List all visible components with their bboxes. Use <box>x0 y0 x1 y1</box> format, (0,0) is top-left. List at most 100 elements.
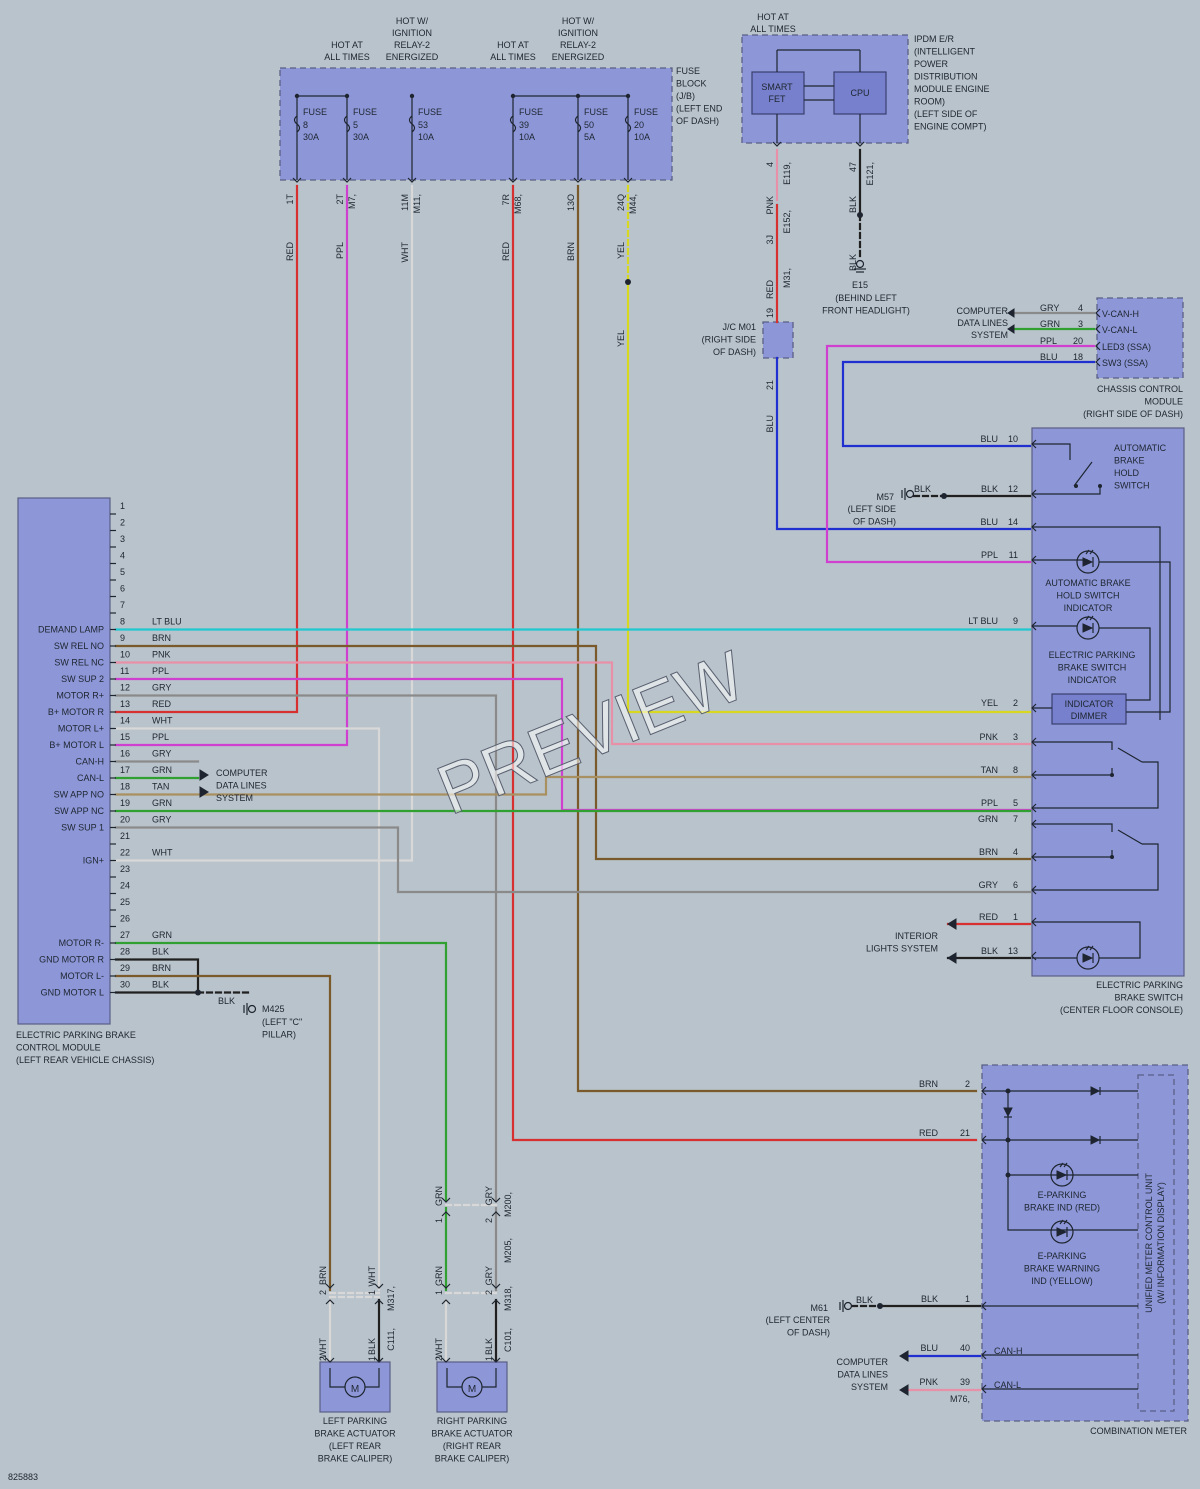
chassis-pin-number: 3 <box>1078 319 1083 329</box>
supply-label: HOT W/ <box>396 16 429 26</box>
ipdm-hot-label: HOT AT <box>757 12 789 22</box>
fuse-amps: 10A <box>634 132 650 142</box>
wire-color: GRN <box>152 930 172 940</box>
pin-number: 2 <box>484 1290 494 1295</box>
epb-switch-label: (CENTER FLOOR CONSOLE) <box>1060 1005 1183 1015</box>
switch-pin-number: 7 <box>1013 814 1018 824</box>
wire-color: PPL <box>981 798 998 808</box>
ipdm-label: ENGINE COMPT) <box>914 122 987 132</box>
jc-label: J/C M01 <box>722 322 756 332</box>
wire-brn-fuse50 <box>576 184 978 1093</box>
pin-number: 2 <box>484 1218 494 1223</box>
ind-red-label: E-PARKING <box>1038 1190 1087 1200</box>
chassis-pin <box>1095 308 1101 318</box>
wire-color: YEL <box>616 330 626 347</box>
connector-id: M318, <box>503 1286 513 1311</box>
module-pin-number: 22 <box>120 848 130 858</box>
meter-connector: M76, <box>950 1394 970 1404</box>
switch-contact <box>1032 823 1113 832</box>
ind-yellow-label: IND (YELLOW) <box>1031 1276 1093 1286</box>
fuse-name: FUSE <box>353 107 377 117</box>
switch-contact <box>1032 741 1113 750</box>
fuse-block-box <box>279 67 673 181</box>
chassis-pin <box>1095 357 1101 367</box>
meter-pin-name: CAN-L <box>994 1380 1021 1390</box>
wire-color: GRN <box>434 1266 444 1286</box>
wire-color: LT BLU <box>968 616 998 626</box>
wire-color: GRN <box>434 1186 444 1206</box>
wire-color: BLK <box>848 196 858 213</box>
pin-number: 1 <box>367 1290 377 1295</box>
switch-contact <box>1032 843 1159 891</box>
wire-color: WHT <box>318 1338 328 1359</box>
wire-yel-fuse20 <box>626 280 1032 714</box>
ground-id: M61 <box>810 1303 828 1313</box>
diode <box>1003 1107 1013 1118</box>
fuse-bus-dot <box>625 93 631 99</box>
supply-label: ALL TIMES <box>324 52 370 62</box>
switch-pin-number: 2 <box>1013 698 1018 708</box>
wire-color: GRY <box>152 683 171 693</box>
epb-indicator-led <box>1085 615 1090 621</box>
ground-m425 <box>247 1004 257 1014</box>
wire-color: PNK <box>765 196 775 215</box>
module-pin-number: 2 <box>120 518 125 528</box>
epb-module-label: (LEFT REAR VEHICLE CHASSIS) <box>16 1055 154 1065</box>
switch-pin-number: 3 <box>1013 732 1018 742</box>
fuse-pin-number: 24Q <box>616 194 626 211</box>
hold-indicator-label: INDICATOR <box>1064 603 1113 613</box>
fuse-number: 39 <box>519 120 529 130</box>
epb-module-label: ELECTRIC PARKING BRAKE <box>16 1030 136 1040</box>
hold-indicator-label: AUTOMATIC BRAKE <box>1045 578 1130 588</box>
pin-number: 1 <box>484 1356 494 1361</box>
fuse-bus-dot <box>409 93 415 99</box>
internal-line <box>1032 921 1141 959</box>
switch-pin-number: 1 <box>1013 912 1018 922</box>
switch-contact <box>1032 761 1159 809</box>
fuse-symbol <box>509 115 517 133</box>
fuse-amps: 10A <box>418 132 434 142</box>
ground-m57 <box>905 489 915 499</box>
motor-lead <box>482 1368 497 1388</box>
meter-pin-number: 21 <box>960 1128 970 1138</box>
illumination-led <box>1085 945 1090 951</box>
wire-tan-appno <box>114 775 1032 796</box>
wire-ppl-led3 <box>825 344 1096 564</box>
module-pin-number: 25 <box>120 897 130 907</box>
epb-indicator-led <box>1082 623 1094 633</box>
motor-letter: M <box>468 1384 476 1395</box>
switch-pin-number: 10 <box>1008 434 1018 444</box>
arrow <box>947 918 957 930</box>
supply-label: ALL TIMES <box>490 52 536 62</box>
actuator-pin <box>374 1357 384 1363</box>
wire-color: BLU <box>765 415 775 433</box>
jc-label: OF DASH) <box>713 347 756 357</box>
fuse-name: FUSE <box>584 107 608 117</box>
ipdm-pin <box>772 141 782 147</box>
switch-dot <box>1110 773 1114 777</box>
fuse-amps: 30A <box>303 132 319 142</box>
wire-color: BLU <box>1040 352 1058 362</box>
epb-indicator-label: BRAKE SWITCH <box>1058 663 1127 673</box>
jc-pin: 19 <box>765 308 775 318</box>
illumination-led <box>1089 945 1094 951</box>
fuse-block-label: OF DASH) <box>676 116 719 126</box>
right-actuator-label: BRAKE CALIPER) <box>435 1454 510 1464</box>
fuse-block-label: (J/B) <box>676 91 695 101</box>
wire-color: GRN <box>978 814 998 824</box>
ground-id: E15 <box>852 280 868 290</box>
hold-switch-label: HOLD <box>1114 468 1140 478</box>
switch-pin-number: 9 <box>1013 616 1018 626</box>
module-pin-name: IGN+ <box>83 856 104 866</box>
meter-pin-name: CAN-H <box>994 1346 1023 1356</box>
switch-pin-number: 14 <box>1008 517 1018 527</box>
fuse-amps: 30A <box>353 132 369 142</box>
chassis-control-label: CHASSIS CONTROL <box>1097 384 1183 394</box>
actuator-pin <box>441 1283 451 1289</box>
hold-indicator-led <box>1082 557 1094 567</box>
fuse-symbol <box>343 115 351 133</box>
switch-pin-number: 8 <box>1013 765 1018 775</box>
wire-color: GRN <box>152 765 172 775</box>
wire-color: GRN <box>152 798 172 808</box>
meter-internal <box>1007 1091 1138 1231</box>
